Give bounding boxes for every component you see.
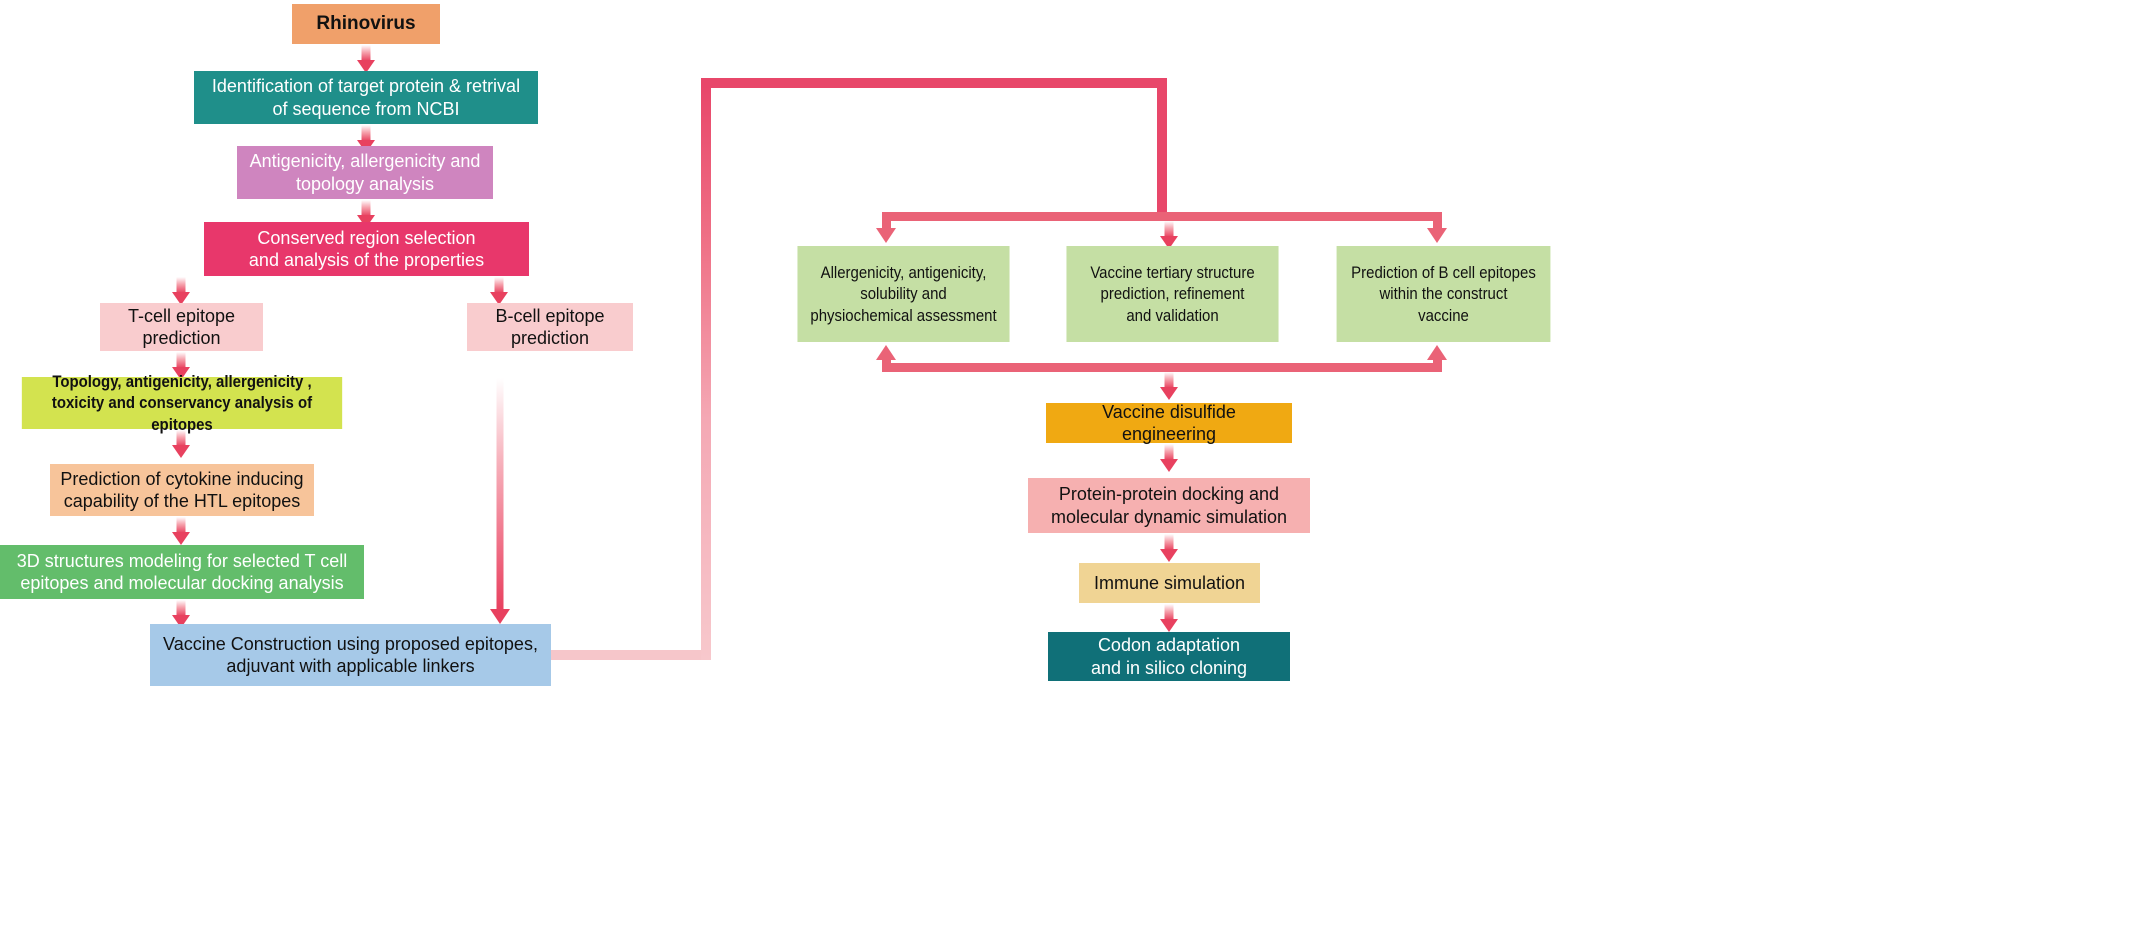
connector-distributor-bar <box>882 212 1442 221</box>
arrow-collector-left-up <box>876 345 896 360</box>
connector-distributor-right-drop <box>1433 212 1442 230</box>
node-vaccine-tertiary-structure[interactable]: Vaccine tertiary structure prediction, r… <box>1066 246 1279 342</box>
node-vaccine-construction[interactable]: Vaccine Construction using proposed epit… <box>150 624 551 686</box>
connector-right-vertical-down <box>1157 78 1167 216</box>
node-tcell-epitope-prediction[interactable]: T-cell epitope prediction <box>100 303 263 351</box>
arrow-bcell-to-vaccine-construction <box>490 378 510 624</box>
arrow-immune-simulation-to-codon <box>1160 604 1178 632</box>
connector-top-horizontal-bar <box>701 78 1167 88</box>
node-codon-adaptation[interactable]: Codon adaptation and in silico cloning <box>1048 632 1290 681</box>
arrow-collector-right-up <box>1427 345 1447 360</box>
node-protein-protein-docking[interactable]: Protein-protein docking and molecular dy… <box>1028 478 1310 533</box>
arrow-topology-to-cytokine <box>172 430 190 458</box>
node-3d-structures-modeling[interactable]: 3D structures modeling for selected T ce… <box>0 545 364 599</box>
node-vaccine-disulfide-engineering[interactable]: Vaccine disulfide engineering <box>1046 402 1292 444</box>
arrow-conserved-to-bcell <box>490 277 508 305</box>
arrow-tcell-to-topology <box>172 352 190 380</box>
node-immune-simulation[interactable]: Immune simulation <box>1079 563 1260 603</box>
node-rhinovirus[interactable]: Rhinovirus <box>292 4 440 44</box>
arrow-disulfide-to-docking <box>1160 444 1178 472</box>
node-identification[interactable]: Identification of target protein & retri… <box>194 71 538 124</box>
node-cytokine-prediction[interactable]: Prediction of cytokine inducing capabili… <box>50 464 314 516</box>
node-bcell-epitope-prediction[interactable]: B-cell epitope prediction <box>467 303 633 351</box>
connector-collector-left-riser <box>882 357 891 372</box>
arrow-distributor-to-allergenicity <box>876 228 896 243</box>
connector-collector-bar <box>882 363 1442 372</box>
node-topology-antigenicity-toxicity[interactable]: Topology, antigenicity, allergenicity , … <box>21 372 343 434</box>
node-allergenicity-solubility-assessment[interactable]: Allergenicity, antigenicity, solubility … <box>797 246 1010 342</box>
node-antigenicity-allergenicity-topology[interactable]: Antigenicity, allergenicity and topology… <box>237 146 493 199</box>
arrow-collector-to-disulfide <box>1160 372 1178 400</box>
arrow-distributor-to-bcell-construct <box>1427 228 1447 243</box>
connector-construction-to-riser-horizontal <box>551 650 711 660</box>
connector-collector-right-riser <box>1433 357 1442 372</box>
node-conserved-region[interactable]: Conserved region selection and analysis … <box>204 222 529 276</box>
node-bcell-epitopes-within-construct[interactable]: Prediction of B cell epitopes within the… <box>1336 246 1551 342</box>
arrow-cytokine-to-3d-modeling <box>172 517 190 545</box>
arrow-docking-to-immune-simulation <box>1160 534 1178 562</box>
arrow-rhinovirus-to-identification <box>357 45 375 73</box>
arrow-conserved-to-tcell <box>172 277 190 305</box>
connector-distributor-left-drop <box>882 212 891 230</box>
arrow-distributor-to-tertiary <box>1160 221 1178 249</box>
connector-riser-vertical-lower <box>701 86 711 660</box>
